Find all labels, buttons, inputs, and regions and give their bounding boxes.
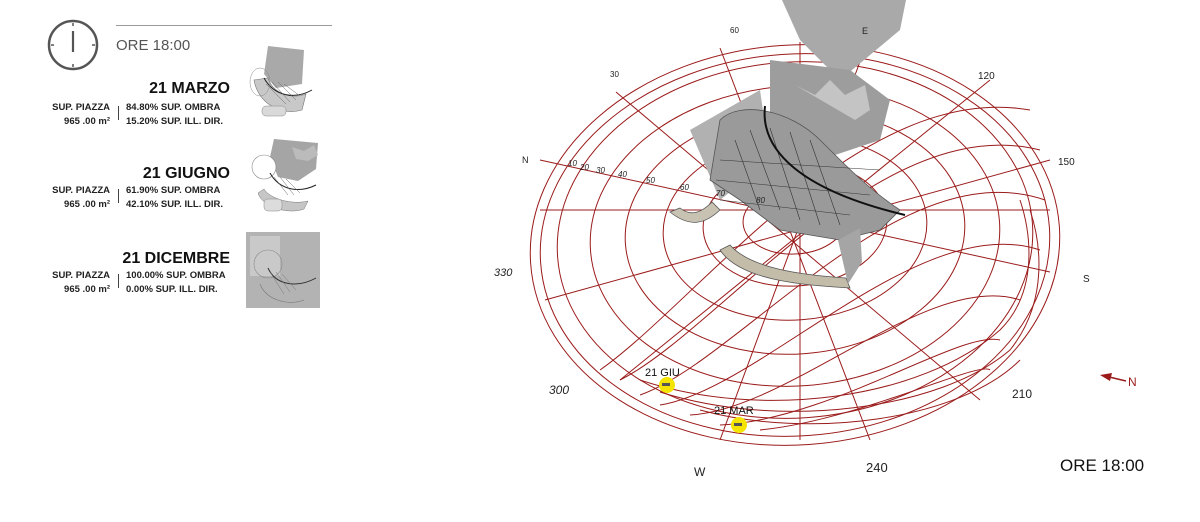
sun-marker-june bbox=[659, 377, 675, 393]
azimuth-label: 300 bbox=[549, 383, 569, 397]
azimuth-label: 150 bbox=[1058, 157, 1075, 168]
azimuth-label: E bbox=[862, 26, 868, 36]
building-massing bbox=[669, 0, 906, 289]
header-rule bbox=[116, 25, 332, 26]
bracket bbox=[118, 106, 119, 120]
azimuth-label: 330 bbox=[494, 267, 513, 279]
area-label: SUP. PIAZZA bbox=[52, 270, 110, 281]
altitude-label: 10 bbox=[568, 159, 577, 168]
azimuth-label: N bbox=[522, 155, 529, 165]
azimuth-label: 30 bbox=[610, 70, 619, 79]
azimuth-label: 120 bbox=[978, 71, 995, 82]
area-value: 965 .00 m² bbox=[64, 199, 110, 210]
azimuth-label: 240 bbox=[866, 460, 888, 475]
area-label: SUP. PIAZZA bbox=[52, 102, 110, 113]
azimuth-label: 60 bbox=[730, 26, 739, 35]
azimuth-label: S bbox=[1083, 274, 1090, 285]
bracket bbox=[118, 274, 119, 288]
sun-path-lines bbox=[529, 39, 1061, 446]
season-card-june: 21 GIUGNO SUP. PIAZZA 965 .00 m² 61.90% … bbox=[30, 165, 230, 215]
sun-marker-label: 21 GIU bbox=[645, 367, 680, 379]
lit-percent: 0.00% SUP. ILL. DIR. bbox=[126, 284, 218, 295]
season-card-december: 21 DICEMBRE SUP. PIAZZA 965 .00 m² 100.0… bbox=[30, 250, 230, 300]
card-date: 21 GIUGNO bbox=[142, 165, 230, 182]
card-date: 21 MARZO bbox=[149, 80, 230, 97]
azimuth-label: W bbox=[694, 465, 706, 479]
altitude-label: 80 bbox=[756, 196, 765, 205]
shadow-thumbnail-june bbox=[251, 139, 318, 212]
area-value: 965 .00 m² bbox=[64, 116, 110, 127]
north-arrow-label: N bbox=[1128, 375, 1137, 389]
time-heading: ORE 18:00 bbox=[116, 37, 191, 54]
north-arrow bbox=[1100, 373, 1127, 382]
altitude-label: 50 bbox=[646, 176, 655, 185]
diagram-time-label: ORE 18:00 bbox=[1060, 456, 1145, 475]
altitude-label: 30 bbox=[596, 166, 605, 175]
lit-percent: 42.10% SUP. ILL. DIR. bbox=[126, 199, 223, 210]
azimuth-label: 210 bbox=[1012, 387, 1032, 401]
altitude-label: 70 bbox=[716, 189, 725, 198]
altitude-label: 20 bbox=[579, 163, 589, 172]
shadow-thumbnail-march bbox=[249, 46, 313, 117]
area-label: SUP. PIAZZA bbox=[52, 185, 110, 196]
card-date: 21 DICEMBRE bbox=[122, 250, 230, 267]
altitude-label: 60 bbox=[680, 183, 689, 192]
shadow-percent: 61.90% SUP. OMBRA bbox=[126, 185, 221, 196]
area-value: 965 .00 m² bbox=[64, 284, 110, 295]
shadow-percent: 100.00% SUP. OMBRA bbox=[126, 270, 226, 281]
bracket bbox=[118, 189, 119, 203]
lit-percent: 15.20% SUP. ILL. DIR. bbox=[126, 116, 223, 127]
clock-icon bbox=[47, 19, 99, 71]
season-card-march: 21 MARZO SUP. PIAZZA 965 .00 m² 84.80% S… bbox=[30, 80, 230, 130]
shadow-thumbnail-december bbox=[246, 232, 320, 308]
sun-marker-label: 21 MAR bbox=[714, 405, 754, 417]
shadow-percent: 84.80% SUP. OMBRA bbox=[126, 102, 221, 113]
altitude-label: 40 bbox=[618, 170, 627, 179]
sun-marker-march bbox=[731, 417, 747, 433]
